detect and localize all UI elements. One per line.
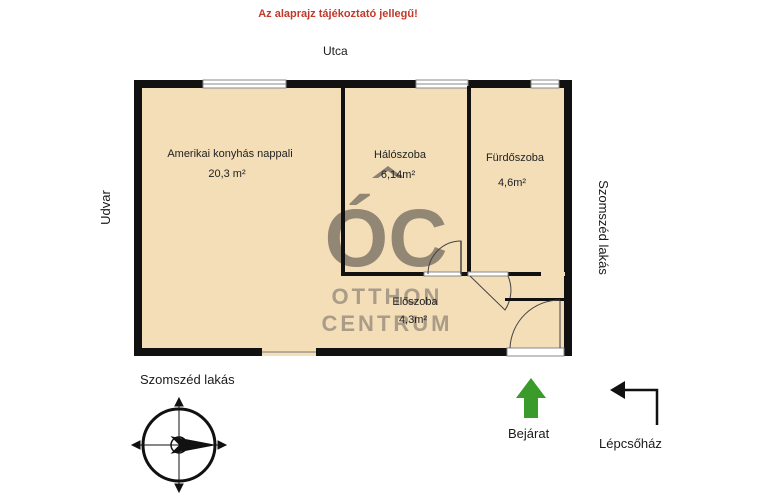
windows bbox=[202, 79, 565, 357]
room-name-bathroom: Fürdőszoba bbox=[486, 152, 545, 164]
room-name-bedroom: Hálószoba bbox=[374, 149, 427, 161]
room-labels: Amerikai konyhás nappali 20,3 m² Hálószo… bbox=[167, 148, 545, 326]
room-name-hall: Előszoba bbox=[392, 296, 438, 308]
room-area-bedroom: 6,14m² bbox=[381, 169, 416, 181]
neighbor-bottom-label: Szomszéd lakás bbox=[140, 372, 235, 387]
entrance-arrow-icon bbox=[516, 378, 546, 418]
stairs-arrow-icon bbox=[610, 381, 659, 425]
room-area-hall: 4,3m² bbox=[399, 314, 427, 326]
outer-walls bbox=[134, 80, 572, 356]
room-name-living: Amerikai konyhás nappali bbox=[167, 148, 292, 160]
room-area-bathroom: 4,6m² bbox=[498, 177, 526, 189]
disclaimer-text: Az alaprajz tájékoztató jellegű! bbox=[258, 8, 418, 20]
entrance-label: Bejárat bbox=[508, 426, 550, 441]
watermark-line2: CENTRUM bbox=[322, 311, 453, 336]
watermark-line1: OTTHON bbox=[332, 284, 443, 309]
room-area-living: 20,3 m² bbox=[208, 168, 246, 180]
floor-area bbox=[141, 86, 565, 350]
watermark-roof-icon bbox=[372, 166, 404, 178]
doors bbox=[423, 240, 565, 349]
stairs-label: Lépcsőház bbox=[599, 436, 662, 451]
compass-icon bbox=[130, 396, 228, 494]
street-label: Utca bbox=[323, 44, 348, 58]
